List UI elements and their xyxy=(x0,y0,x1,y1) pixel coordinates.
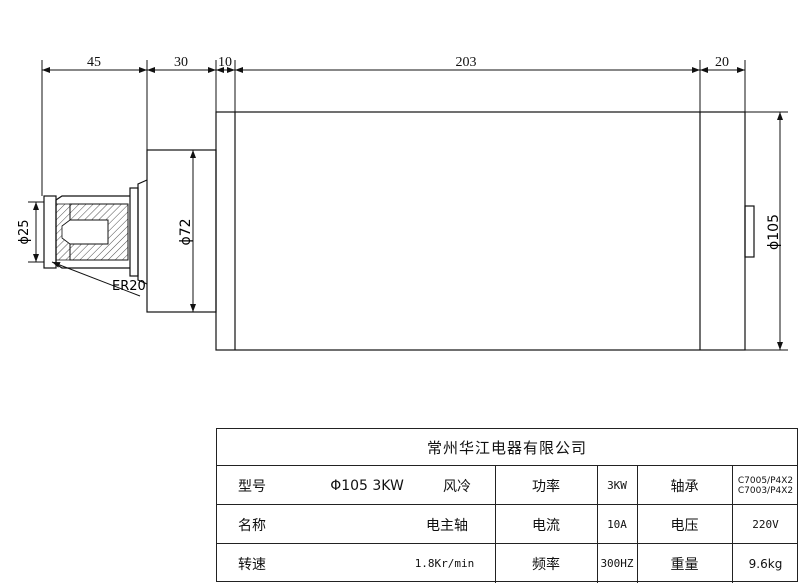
collet-label: ER20 xyxy=(112,279,146,294)
dim-line-105 xyxy=(745,111,788,351)
dim-20: 20 xyxy=(715,55,729,70)
current-label: 电流 xyxy=(532,517,560,534)
cooling-value: 风冷 xyxy=(443,478,471,495)
table-row: 名称 电主轴 电流 10A 电压 220V xyxy=(217,504,797,544)
table-row: 型号 Φ105 3KW 风冷 功率 3KW 轴承 C7005/P4X2 C700… xyxy=(217,465,797,505)
bearing-value: C7005/P4X2 C7003/P4X2 xyxy=(732,466,799,505)
company-name: 常州华江电器有限公司 xyxy=(426,438,587,457)
bearing-value-2: C7003/P4X2 xyxy=(737,485,794,496)
name-value: 电主轴 xyxy=(426,517,468,534)
current-value: 10A xyxy=(607,518,627,531)
frequency-label: 频率 xyxy=(532,556,560,573)
voltage-label: 电压 xyxy=(670,517,699,534)
dim-line-25 xyxy=(28,201,44,263)
dim-30: 30 xyxy=(174,55,188,70)
weight-label: 重量 xyxy=(670,556,699,573)
dim-72: ϕ72 xyxy=(178,218,194,245)
frequency-value: 300HZ xyxy=(600,557,634,570)
nose-section-hatch xyxy=(55,203,129,261)
dim-10: 10 xyxy=(218,55,232,70)
er20-leader xyxy=(51,261,141,297)
dim-203: 203 xyxy=(456,55,477,70)
dim-45: 45 xyxy=(87,55,101,70)
bearing-label: 轴承 xyxy=(670,478,699,495)
speed-label: 转速 xyxy=(238,556,266,573)
dim-25: ϕ25 xyxy=(17,219,32,244)
name-label: 名称 xyxy=(238,517,266,534)
table-header-row: 常州华江电器有限公司 xyxy=(217,429,797,465)
model-value: Φ105 3KW xyxy=(330,477,404,494)
spec-table: 常州华江电器有限公司 型号 Φ105 3KW 风冷 功率 3KW 轴承 C700… xyxy=(216,428,798,583)
weight-value: 9.6kg xyxy=(748,556,783,571)
motor-body xyxy=(215,111,755,351)
table-row: 转速 1.8Kr/min 频率 300HZ 重量 9.6kg xyxy=(217,543,797,583)
power-label: 功率 xyxy=(532,478,560,495)
power-value: 3KW xyxy=(607,479,627,492)
front-flange xyxy=(146,149,217,313)
bearing-value-1: C7005/P4X2 xyxy=(737,475,794,486)
voltage-value: 220V xyxy=(752,518,779,531)
model-label: 型号 xyxy=(238,478,266,495)
speed-value: 1.8Kr/min xyxy=(414,557,475,570)
dim-105: ϕ105 xyxy=(766,214,782,250)
